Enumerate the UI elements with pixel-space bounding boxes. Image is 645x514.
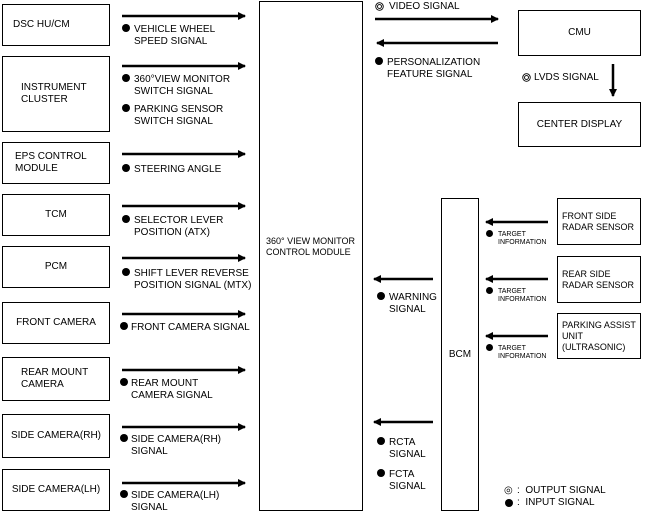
box-tcm-label: TCM — [45, 209, 67, 220]
input-dot — [377, 469, 385, 477]
signal-side-lh: SIDE CAMERA(LH) SIGNAL — [131, 490, 220, 513]
box-tcm: TCM — [2, 194, 110, 236]
signal-video: VIDEO SIGNAL — [389, 1, 460, 12]
box-dsc-label: DSC HU/CM — [13, 19, 70, 30]
box-rear-camera-label: REAR MOUNT CAMERA — [21, 367, 89, 390]
input-dot — [122, 268, 130, 276]
box-cmu: CMU — [518, 10, 641, 56]
signal-parking-switch: PARKING SENSOR SWITCH SIGNAL — [134, 104, 224, 127]
input-dot — [120, 434, 128, 442]
input-dot — [122, 104, 130, 112]
box-side-rh: SIDE CAMERA(RH) — [2, 414, 110, 458]
input-dot — [377, 437, 385, 445]
box-front-camera: FRONT CAMERA — [2, 302, 110, 344]
signal-side-rh: SIDE CAMERA(RH) SIGNAL — [131, 434, 222, 457]
box-front-camera-label: FRONT CAMERA — [16, 317, 96, 328]
legend-output-symbol: ◎ — [504, 485, 513, 496]
module-label: 360° VIEW MONITOR CONTROL MODULE — [266, 236, 355, 257]
signal-shift-lever: SHIFT LEVER REVERSE POSITION SIGNAL (MTX… — [134, 268, 252, 291]
input-dot — [122, 215, 130, 223]
box-side-lh-label: SIDE CAMERA(LH) — [11, 484, 101, 495]
box-eps: EPS CONTROL MODULE — [2, 142, 110, 184]
signal-wheel-speed: VEHICLE WHEEL SPEED SIGNAL — [134, 24, 216, 47]
signal-target-rear: TARGET INFORMATION — [498, 288, 547, 303]
legend-input-dot — [505, 499, 513, 507]
signal-selector-lever: SELECTOR LEVER POSITION (ATX) — [134, 215, 224, 238]
signal-target-front: TARGET INFORMATION — [498, 231, 547, 246]
box-side-rh-label: SIDE CAMERA(RH) — [10, 430, 101, 441]
box-rear-side-radar: REAR SIDE RADAR SENSOR — [557, 256, 641, 303]
box-pcm-label: PCM — [44, 261, 68, 272]
output-ring-icon — [375, 2, 384, 11]
input-dot — [120, 378, 128, 386]
output-ring-icon — [522, 73, 531, 82]
rear-radar-label: REAR SIDE RADAR SENSOR — [562, 268, 635, 290]
legend-output-label: : OUTPUT SIGNAL — [517, 485, 606, 496]
legend-input-label: : INPUT SIGNAL — [517, 497, 595, 508]
input-dot — [486, 344, 493, 351]
box-pcm: PCM — [2, 246, 110, 288]
box-parking-assist: PARKING ASSIST UNIT (ULTRASONIC) — [557, 313, 641, 359]
front-radar-label: FRONT SIDE RADAR SENSOR — [562, 210, 635, 232]
signal-fcta: FCTA SIGNAL — [389, 469, 426, 492]
signal-front-camera: FRONT CAMERA SIGNAL — [131, 322, 250, 333]
box-360-view-monitor: 360° VIEW MONITOR CONTROL MODULE — [259, 1, 363, 511]
box-instrument-cluster: INSTRUMENT CLUSTER — [2, 56, 110, 132]
input-dot — [122, 24, 130, 32]
cmu-label: CMU — [568, 27, 591, 38]
signal-rear-camera: REAR MOUNT CAMERA SIGNAL — [131, 378, 213, 401]
box-bcm: BCM — [441, 198, 479, 511]
box-rear-camera: REAR MOUNT CAMERA — [2, 357, 110, 401]
bcm-label: BCM — [448, 348, 472, 360]
input-dot — [120, 322, 128, 330]
box-side-lh: SIDE CAMERA(LH) — [2, 469, 110, 511]
input-dot — [122, 164, 130, 172]
input-dot — [377, 292, 385, 300]
signal-rcta: RCTA SIGNAL — [389, 437, 426, 460]
input-dot — [486, 287, 493, 294]
input-dot — [375, 57, 383, 65]
parking-assist-label: PARKING ASSIST UNIT (ULTRASONIC) — [562, 319, 636, 352]
signal-360-switch: 360°VIEW MONITOR SWITCH SIGNAL — [134, 74, 231, 97]
input-dot — [122, 74, 130, 82]
signal-personalization: PERSONALIZATION FEATURE SIGNAL — [387, 57, 481, 80]
input-dot — [120, 490, 128, 498]
box-dsc-hu-cm: DSC HU/CM — [2, 4, 110, 46]
signal-steering: STEERING ANGLE — [134, 164, 222, 175]
box-instrument-label: INSTRUMENT CLUSTER — [21, 82, 87, 105]
box-front-side-radar: FRONT SIDE RADAR SENSOR — [557, 198, 641, 245]
box-center-display: CENTER DISPLAY — [518, 102, 641, 147]
signal-target-parking: TARGET INFORMATION — [498, 345, 547, 360]
center-display-label: CENTER DISPLAY — [536, 118, 623, 130]
box-eps-label: EPS CONTROL MODULE — [15, 151, 87, 174]
input-dot — [486, 230, 493, 237]
signal-lvds: LVDS SIGNAL — [534, 72, 599, 83]
signal-warning: WARNING SIGNAL — [389, 292, 437, 315]
